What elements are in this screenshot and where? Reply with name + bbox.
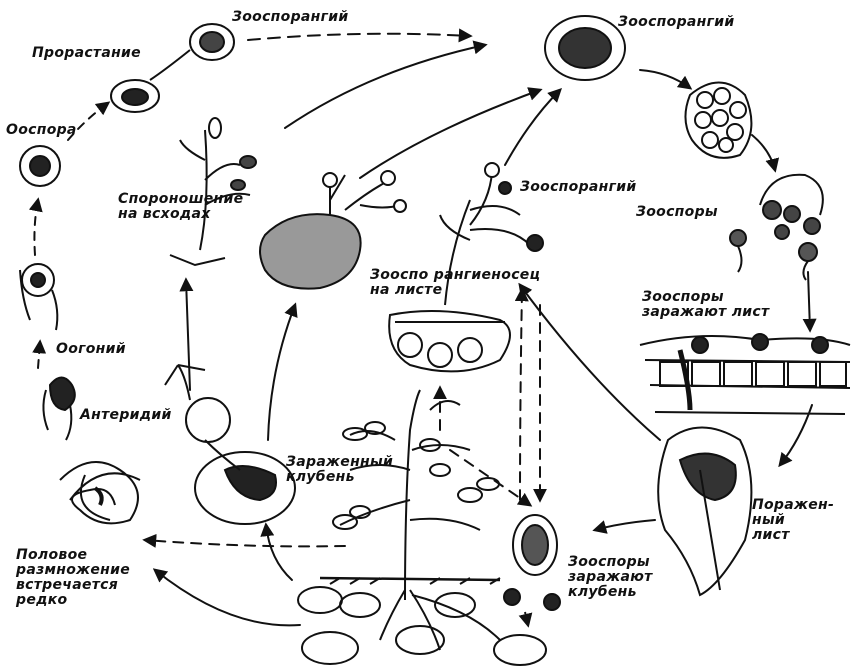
label-sporulation-on-shoots: Спороношение на всходах: [118, 192, 243, 222]
arrow-zoosporangium-to-cluster: [640, 70, 690, 88]
label-germination: Прорастание: [32, 46, 141, 61]
arrow-plant-to-infected-tuber-left: [266, 525, 292, 580]
label-zoosporangium-right: Зооспорангий: [618, 15, 734, 30]
arrow-affected-leaf-to-tuber: [595, 520, 655, 530]
tuber-zoospore-a: [504, 589, 520, 605]
arrow-leaf-sporangiophore-up: [505, 90, 560, 165]
label-affected-leaf: Поражен- ный лист: [752, 498, 834, 543]
label-infected-tuber: Зараженный клубень: [286, 455, 393, 485]
arrow-lump-to-big-zoosporangium: [360, 90, 540, 178]
label-zoosporangium-center: Зооспорангий: [520, 180, 636, 195]
arrow-tuber-lower-to-sexual: [155, 570, 300, 625]
arrow-plant-to-sexual: [145, 540, 345, 546]
tuber-zoospore-b: [544, 594, 560, 610]
potato-plant-drawing: [298, 390, 546, 665]
sporangiophore-lump-drawing: [260, 214, 361, 288]
label-zoosporangium-top: Зооспорангий: [232, 10, 348, 25]
arrow-zoospores-to-infect: [808, 272, 810, 330]
infected-leaf-tissue-drawing: [640, 334, 850, 414]
label-zoospores-infect-leaf: Зооспоры заражают лист: [642, 290, 769, 320]
arrow-cluster-to-zoospores: [752, 135, 775, 170]
arrow-oogonium-to-antheridium: [38, 342, 40, 368]
label-oospore: Ооспора: [6, 123, 77, 138]
label-zoosporangiophore-on-leaf: Зооспо рангиеносец на листе: [370, 268, 540, 298]
arrow-zoosporangium-to-large: [248, 34, 470, 40]
label-zoospores: Зооспоры: [636, 205, 718, 220]
arrow-tuber-to-sporangiophore: [520, 290, 522, 500]
label-oogonium: Оогоний: [56, 342, 126, 357]
label-antheridium: Антеридий: [80, 408, 172, 423]
arrow-tuber-to-shoots: [186, 280, 190, 390]
label-zoospores-infect-tuber: Зооспоры заражают клубень: [568, 555, 653, 600]
arrow-oospore-upward: [34, 200, 38, 255]
antheridium-drawing: [50, 378, 75, 411]
arrow-tuber-to-sporulation: [268, 305, 295, 440]
label-sexual-reproduction: Половое размножение встречается редко: [16, 548, 130, 608]
arrow-to-big-zoosporangium: [285, 45, 485, 128]
